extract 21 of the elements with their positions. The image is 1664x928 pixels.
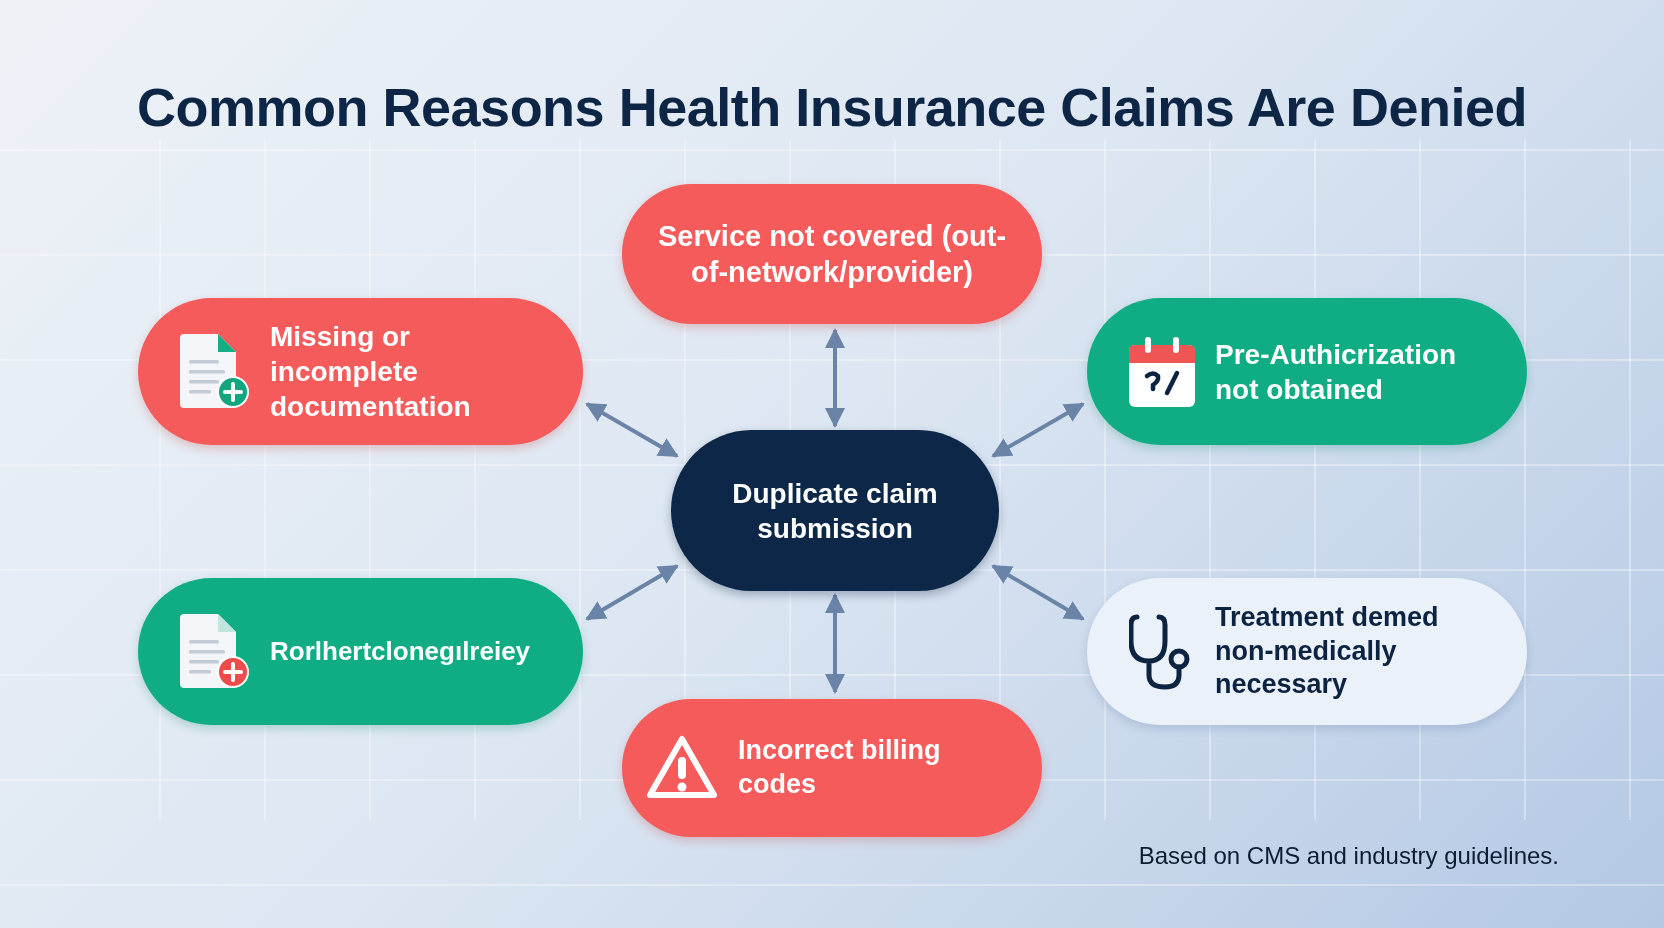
reason-pill: [622, 699, 1042, 837]
reason-text: Service not covered (out-of-network/provider): [656, 218, 1008, 290]
center-pill: [671, 430, 999, 591]
double-arrow: [585, 564, 679, 621]
reason-pill: [138, 298, 583, 445]
double-arrow: [991, 402, 1085, 458]
double-arrow: [991, 564, 1085, 621]
reason-pill: [1087, 578, 1527, 725]
reason-text: Incorrect billing codes: [738, 734, 942, 801]
reason-pill: [1087, 298, 1527, 445]
title: Common Reasons Health Insurance Claims Are Denied: [136, 76, 1528, 138]
reason-text: Duplicate claim submission: [731, 476, 939, 546]
reason-pill: [138, 578, 583, 725]
source-note: Based on CMS and industry guidelines.: [1138, 842, 1559, 870]
double-arrow: [825, 328, 845, 428]
reason-text: Missing or incomplete documentation: [270, 320, 472, 424]
reason-text: Rorlhertclonegılreiey: [270, 635, 531, 668]
reason-text: Pre-Authicrization not obtained: [1215, 337, 1458, 407]
reason-text: Treatment demed non-medically necessary: [1215, 600, 1440, 702]
double-arrow: [825, 593, 845, 694]
double-arrow: [585, 402, 679, 458]
